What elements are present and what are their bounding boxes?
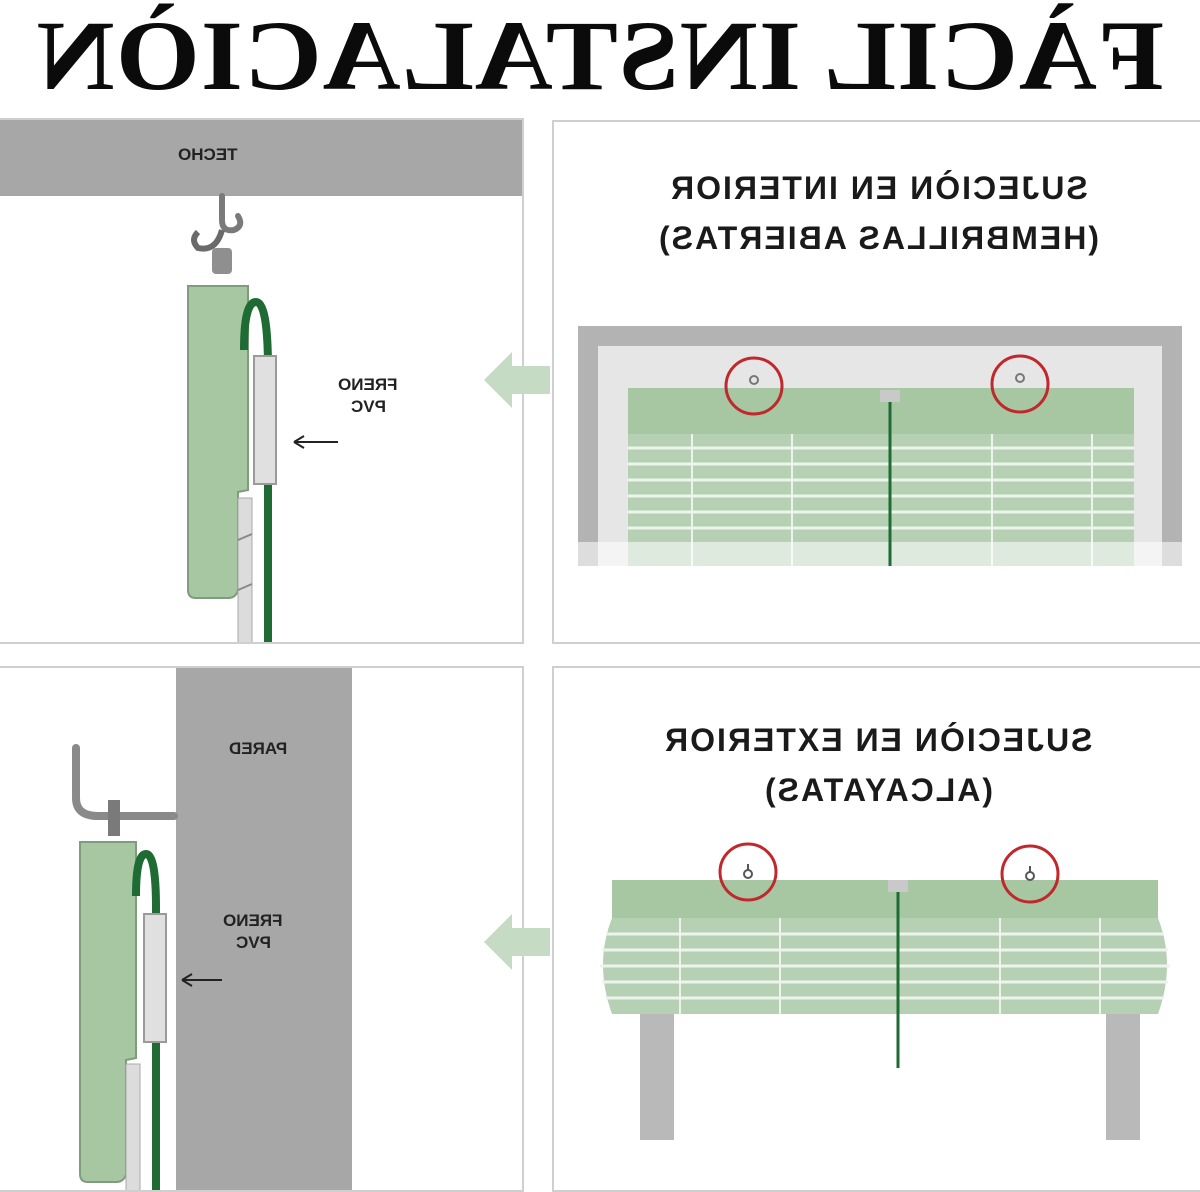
pvc-brake (253, 355, 277, 485)
hook-highlight-circle (718, 842, 778, 902)
hook-highlight-circle (990, 354, 1050, 414)
interior-mount-view: SUJECIÒN EN INTERIOR (HEMBRILLAS ABIERTA… (552, 120, 1200, 644)
ceiling-label: TECHO (178, 145, 238, 164)
brake-label-top: FRENO PVC (338, 375, 398, 416)
brake-label-bottom: FRENO PVC (223, 911, 283, 952)
ceiling-mount-illustration (0, 120, 522, 642)
ceiling-band (0, 120, 522, 196)
wall-mount-side-view: PARED FRENO PVC (0, 666, 524, 1192)
interior-mount-illustration (554, 326, 1200, 582)
cord (240, 297, 272, 642)
ceiling-hook-icon (219, 193, 244, 234)
wall-band (176, 668, 352, 1190)
wall-label: PARED (228, 739, 288, 758)
exterior-mount-view: SUJECIÒN EN EXTERIOR (ALCAYATAS) (552, 666, 1200, 1192)
left-arrow-icon (484, 914, 550, 970)
ceiling-mount-side-view: TECHO FRENO PVC (0, 118, 524, 644)
wall-mount-illustration (72, 668, 352, 1190)
left-arrow-icon (484, 352, 550, 408)
exterior-mount-illustration (600, 842, 1170, 1140)
wall-hook-icon (72, 744, 178, 820)
hook-highlight-circle (724, 356, 784, 416)
page-title: FÀCIL INSTALACIÒN (35, 1, 1165, 111)
blind-top (612, 880, 1158, 918)
cord (132, 849, 160, 1190)
hook-highlight-circle (1000, 844, 1060, 904)
pvc-brake (143, 913, 167, 1043)
